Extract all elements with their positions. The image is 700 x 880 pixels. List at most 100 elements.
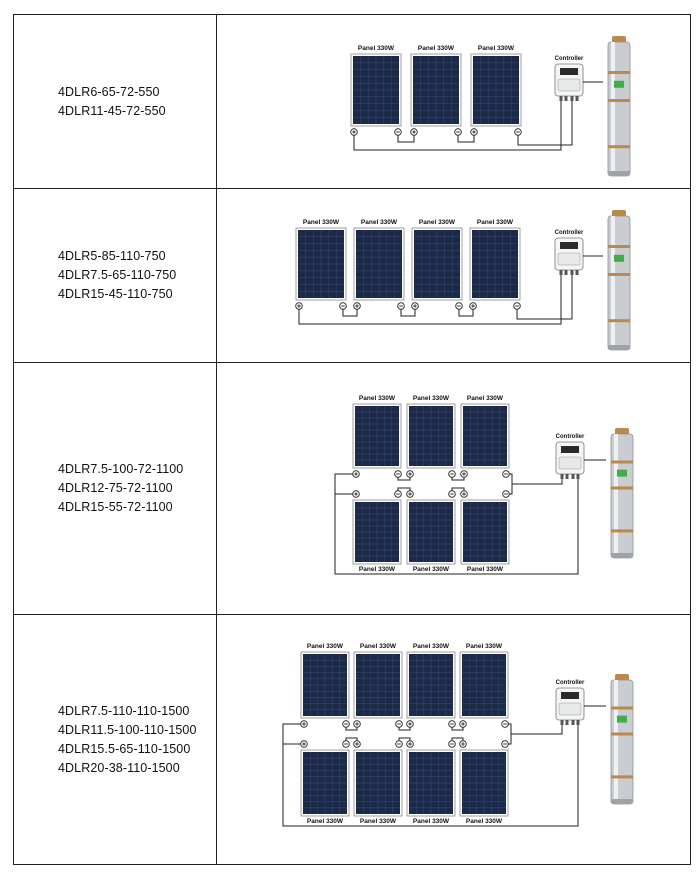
panel-label: Panel 330W (359, 395, 396, 402)
positive-terminal (350, 127, 358, 136)
panel-label: Panel 330W (413, 395, 450, 402)
pump-badge (617, 715, 627, 723)
positive-terminal (459, 719, 467, 728)
solar-panel (406, 499, 456, 564)
pump-badge (614, 254, 624, 262)
model-name: 4DLR15-55-72-1100 (58, 500, 173, 514)
controller-gland (559, 269, 563, 275)
panel-label: Panel 330W (359, 566, 396, 573)
controller-gland (564, 269, 568, 275)
wire (517, 100, 573, 145)
pump-band (608, 272, 630, 276)
negative-terminal (394, 489, 402, 498)
pump-base (611, 798, 633, 804)
solar-panel (410, 53, 462, 126)
model-name: 4DLR7.5-100-72-1100 (58, 462, 184, 476)
negative-terminal (339, 301, 347, 310)
solar-panel (459, 651, 509, 718)
wire (397, 131, 415, 142)
panel-label: Panel 330W (307, 818, 344, 825)
controller-gland (575, 95, 579, 101)
negative-terminal (454, 127, 462, 136)
positive-terminal (469, 301, 477, 310)
controller-gland (559, 95, 563, 101)
solar-panel (411, 227, 463, 300)
config-row-3: 4DLR7.5-100-72-1100 4DLR12-75-72-1100 4DLR… (13, 362, 691, 615)
negative-terminal (395, 739, 403, 748)
pump-highlight (611, 215, 615, 350)
model-name: 4DLR15-45-110-750 (58, 287, 173, 301)
pump-base (608, 344, 630, 350)
negative-terminal (455, 301, 463, 310)
positive-terminal (406, 739, 414, 748)
solar-panel (460, 403, 510, 468)
negative-terminal (342, 739, 350, 748)
controller: Controller (554, 230, 584, 275)
solar-panel (300, 749, 350, 816)
positive-terminal (300, 719, 308, 728)
positive-terminal (460, 489, 468, 498)
panel-label: Panel 330W (413, 818, 450, 825)
wire (511, 724, 563, 734)
controller-gland (571, 719, 575, 725)
pump-band (608, 70, 630, 74)
positive-terminal (353, 301, 361, 310)
negative-terminal (502, 489, 510, 498)
solar-pump (610, 673, 634, 804)
diagram-cell-4: Panel 330W Panel 330W Panel 330W Panel 330W… (216, 614, 691, 865)
controller-display (560, 241, 578, 249)
model-name: 4DLR6-65-72-550 (58, 84, 160, 99)
wire (353, 100, 562, 150)
pump-badge (614, 80, 624, 88)
wire (342, 305, 358, 316)
negative-terminal (501, 719, 509, 728)
positive-terminal (460, 469, 468, 478)
negative-terminal (448, 739, 456, 748)
panel-label: Panel 330W (358, 45, 395, 52)
pump-band (611, 486, 633, 489)
panel-label: Panel 330W (467, 395, 504, 402)
solar-panel (406, 403, 456, 468)
panel-label: Panel 330W (360, 643, 397, 650)
solar-panel (406, 749, 456, 816)
positive-terminal (352, 469, 360, 478)
panel-label: Panel 330W (361, 219, 398, 226)
solar-panel (470, 53, 522, 126)
positive-terminal (353, 739, 361, 748)
positive-terminal (470, 127, 478, 136)
pump-outlet (615, 673, 629, 681)
positive-terminal (353, 719, 361, 728)
panel-label: Panel 330W (307, 643, 344, 650)
panel-label: Panel 330W (360, 818, 397, 825)
negative-terminal (394, 469, 402, 478)
wire (458, 305, 474, 316)
panel-label: Panel 330W (419, 219, 456, 226)
controller-gland (564, 95, 568, 101)
pump-band (611, 528, 633, 532)
solar-panel (406, 651, 456, 718)
pump-base (608, 170, 630, 176)
solar-panel (459, 749, 509, 816)
wire (400, 305, 416, 316)
model-name: 4DLR12-75-72-1100 (58, 481, 173, 495)
solar-pump (607, 209, 631, 350)
wiring-diagram-4: Panel 330W Panel 330W Panel 330W Panel 330W… (282, 643, 634, 826)
controller-gland (560, 473, 564, 479)
pump-band (611, 732, 633, 735)
negative-terminal (513, 301, 521, 310)
wire (512, 478, 563, 484)
pump-band (611, 460, 633, 463)
solar-panel (350, 53, 402, 126)
controller-gland (560, 719, 564, 725)
pump-highlight (614, 433, 618, 558)
controller-label: Controller (555, 56, 584, 62)
negative-terminal (397, 301, 405, 310)
pump-highlight (614, 679, 618, 804)
pump-band (608, 144, 630, 148)
pump-outlet (612, 209, 626, 217)
